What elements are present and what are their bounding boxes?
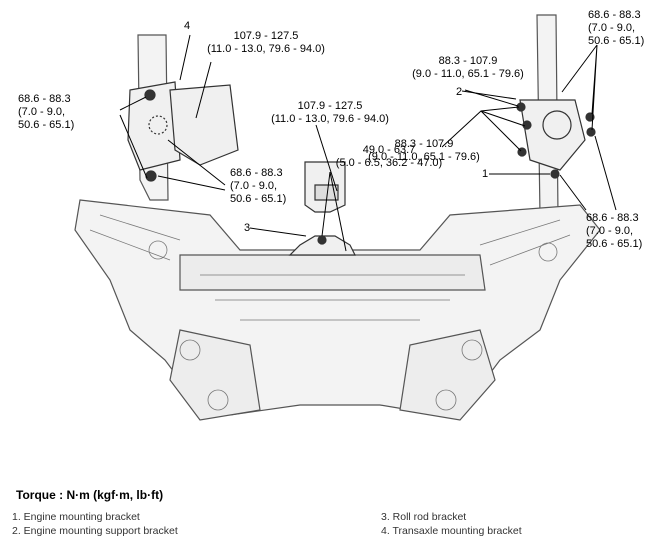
- leader-lines: [119, 34, 617, 252]
- torque-value: 68.6 - 88.3: [230, 167, 283, 179]
- torque-label-center-rod: 107.9 - 127.5 (11.0 - 13.0, 79.6 - 94.0): [262, 100, 398, 126]
- torque-conversion-kgf: (7.0 - 9.0,: [230, 180, 278, 192]
- callout-1: 1: [482, 168, 489, 180]
- torque-conversion: (9.0 - 11.0, 65.1 - 79.6): [412, 68, 524, 80]
- torque-value: 49.0 - 63.7: [362, 144, 416, 156]
- torque-conversion: (11.0 - 13.0, 79.6 - 94.0): [271, 113, 389, 125]
- engine-mounting-bracket: [516, 99, 596, 179]
- torque-label-right-mid: 88.3 - 107.9 (9.0 - 11.0, 65.1 - 79.6): [356, 138, 492, 164]
- torque-conversion-kgf: (7.0 - 9.0,: [18, 106, 66, 118]
- torque-units-heading: Torque : N·m (kgf·m, lb·ft): [16, 488, 164, 502]
- torque-label-right-top-mid: 88.3 - 107.9 (9.0 - 11.0, 65.1 - 79.6): [400, 55, 536, 81]
- subframe: [74, 14, 601, 421]
- torque-label-left-lower: 68.6 - 88.3 (7.0 - 9.0, 50.6 - 65.1): [230, 167, 286, 206]
- torque-label-right-lower: 68.6 - 88.3 (7.0 - 9.0, 50.6 - 65.1): [586, 212, 642, 251]
- torque-conversion-lbft: 50.6 - 65.1): [586, 238, 643, 250]
- legend-item-1: 1. Engine mounting bracket: [12, 511, 140, 523]
- torque-conversion: (9.0 - 11.0, 65.1 - 79.6): [368, 151, 480, 163]
- torque-conversion-lbft: 50.6 - 65.1): [230, 193, 287, 205]
- callout-3: 3: [244, 222, 251, 234]
- torque-value: 107.9 - 127.5: [233, 30, 299, 42]
- torque-value: 107.9 - 127.5: [297, 100, 363, 112]
- torque-value: 68.6 - 88.3: [588, 9, 641, 21]
- torque-conversion-kgf: (7.0 - 9.0,: [586, 225, 634, 237]
- torque-conversion-lbft: 50.6 - 65.1): [18, 119, 75, 131]
- torque-conversion: (11.0 - 13.0, 79.6 - 94.0): [207, 43, 325, 55]
- torque-label-top-center: 107.9 - 127.5 (11.0 - 13.0, 79.6 - 94.0): [198, 30, 334, 56]
- legend-item-2: 2. Engine mounting support bracket: [12, 525, 178, 537]
- subframe-details: [89, 214, 571, 411]
- torque-conversion-lbft: 50.6 - 65.1): [588, 35, 645, 47]
- callout-2: 2: [456, 86, 463, 98]
- torque-value: 88.3 - 107.9: [438, 55, 498, 67]
- torque-value: 68.6 - 88.3: [586, 212, 639, 224]
- torque-conversion-kgf: (7.0 - 9.0,: [588, 22, 636, 34]
- torque-value: 88.3 - 107.9: [394, 138, 454, 150]
- torque-conversion: (5.0 - 6.5, 36.2 - 47.0): [335, 157, 443, 169]
- legend-item-3: 3. Roll rod bracket: [381, 511, 467, 523]
- callout-4: 4: [184, 20, 191, 32]
- torque-value: 68.6 - 88.3: [18, 93, 71, 105]
- subframe-mounting-diagram: [74, 14, 617, 421]
- torque-label-center-lower: 49.0 - 63.7 (5.0 - 6.5, 36.2 - 47.0): [326, 144, 452, 170]
- roll-rod-bracket: [288, 161, 356, 256]
- transaxle-mounting-bracket: [127, 81, 239, 182]
- legend-item-4: 4. Transaxle mounting bracket: [381, 525, 522, 537]
- torque-label-right-top: 68.6 - 88.3 (7.0 - 9.0, 50.6 - 65.1): [588, 9, 644, 48]
- torque-label-left-outer: 68.6 - 88.3 (7.0 - 9.0, 50.6 - 65.1): [18, 93, 74, 132]
